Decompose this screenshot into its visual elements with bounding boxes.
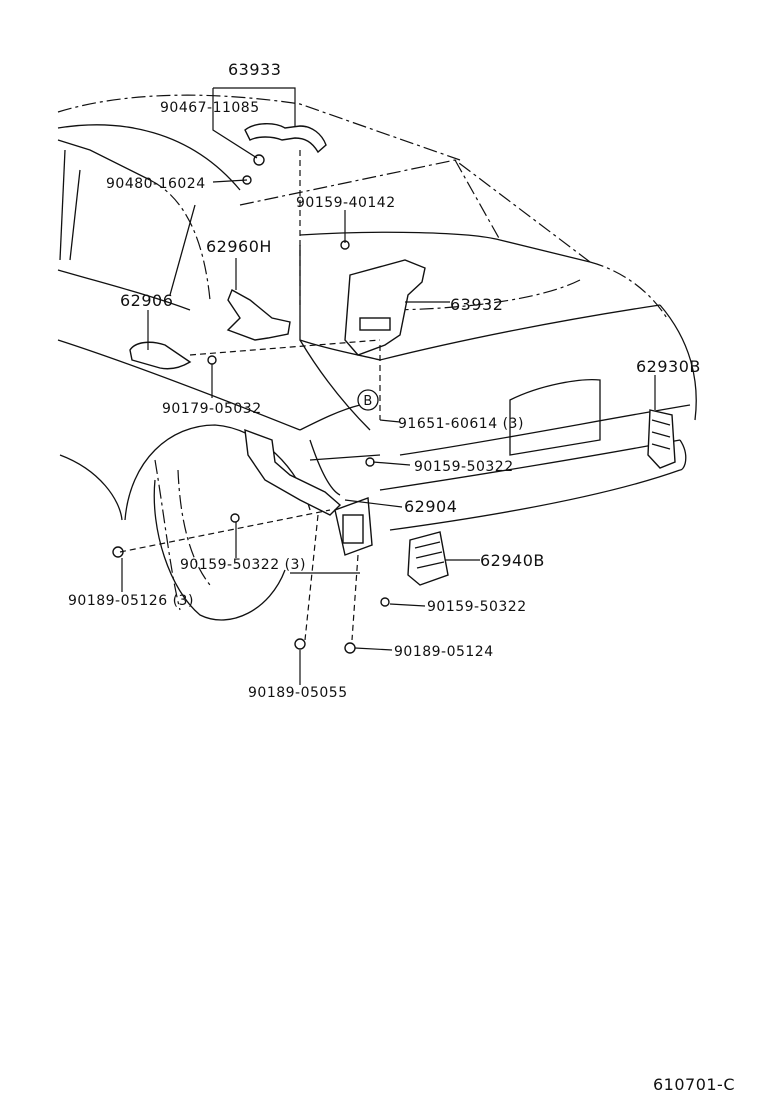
part-62904-duct (244, 428, 375, 556)
car-body-outline (57, 94, 697, 621)
label-90189-05124: 90189-05124 (394, 644, 494, 660)
callout-b-letter: B (363, 394, 372, 409)
label-90159-50322-3: 90159-50322 (3) (180, 557, 306, 573)
label-90189-05126: 90189-05126 (3) (68, 593, 194, 609)
label-62906: 62906 (120, 291, 173, 310)
part-labels: 63933 90467-11085 90480-16024 90159-4014… (68, 60, 701, 701)
part-63932-duct (340, 240, 426, 356)
label-90159-50322-b: 90159-50322 (427, 599, 527, 615)
label-90159-50322-a: 90159-50322 (414, 459, 514, 475)
label-62940B: 62940B (480, 551, 545, 570)
part-62930B-vent (647, 409, 676, 469)
part-62906-vent (129, 341, 217, 370)
label-90159-40142: 90159-40142 (296, 195, 396, 211)
fasteners (112, 513, 390, 654)
label-63933: 63933 (228, 60, 281, 79)
label-90189-05055: 90189-05055 (248, 685, 348, 701)
part-63933-hose (242, 123, 327, 185)
label-62930B: 62930B (636, 357, 701, 376)
label-90480-16024: 90480-16024 (106, 176, 206, 192)
label-90179-05032: 90179-05032 (162, 401, 262, 417)
label-62960H: 62960H (206, 237, 272, 256)
assembly-lines (119, 150, 381, 641)
part-62960H (226, 289, 291, 341)
label-90467-11085: 90467-11085 (160, 100, 260, 116)
part-62940B-vent (407, 531, 449, 586)
label-63932: 63932 (450, 295, 503, 314)
label-62904: 62904 (404, 497, 457, 516)
callout-b: B (357, 389, 379, 411)
diagram-ref-code: 610701-C (653, 1075, 735, 1094)
leader-lines (121, 87, 656, 685)
label-91651-60614: 91651-60614 (3) (398, 416, 524, 432)
